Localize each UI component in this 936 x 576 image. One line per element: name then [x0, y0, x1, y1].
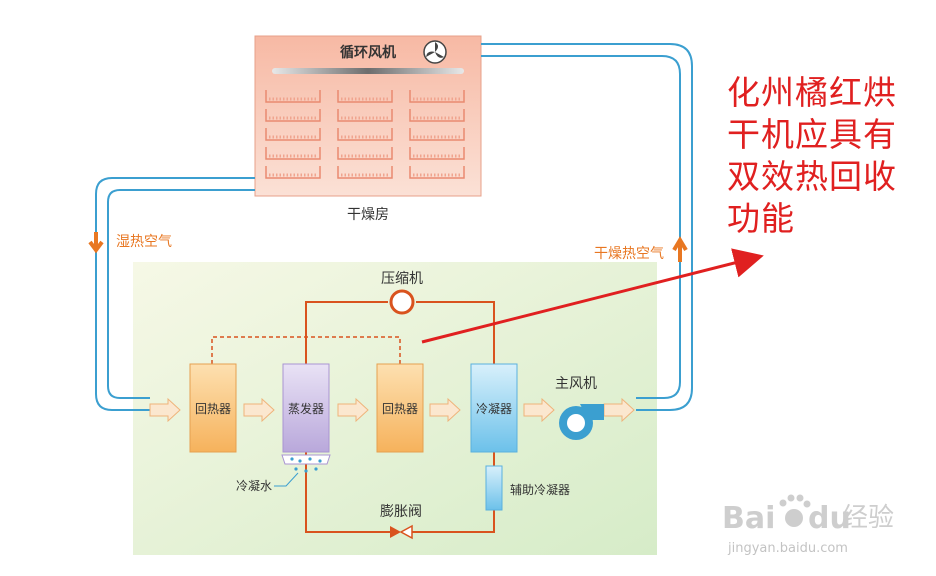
- annotation-text: 化州橘红烘 干机应具有 双效热回收 功能: [727, 72, 927, 240]
- air-ducts: [95, 43, 693, 411]
- fan-air-bar: [272, 68, 464, 74]
- annotation-line: 干机应具有: [727, 115, 897, 154]
- condenser-label: 冷凝器: [476, 401, 512, 416]
- expansion-valve-label: 膨胀阀: [380, 503, 422, 520]
- condensate-drips-icon: [281, 454, 331, 473]
- evaporator-box: [282, 363, 330, 453]
- baidu-watermark: Bai du 经验 jingyan.baidu.com: [722, 494, 894, 556]
- watermark-brand-c: 经验: [842, 503, 894, 533]
- drying-tray: [337, 90, 393, 103]
- paw-icon: [779, 494, 811, 527]
- drying-tray: [337, 109, 393, 122]
- condensate-leader: [274, 472, 299, 487]
- condenser-box: [470, 363, 518, 453]
- drying-tray: [265, 109, 321, 122]
- fan-icon: [423, 40, 447, 64]
- drying-tray: [265, 166, 321, 179]
- annotation-arrow: [421, 248, 764, 344]
- drying-tray: [409, 147, 465, 160]
- expansion-valve-icon: [390, 524, 413, 540]
- annotation-line: 功能: [727, 199, 795, 238]
- drying-tray: [409, 109, 465, 122]
- drying-tray: [337, 166, 393, 179]
- airflow-arrow: [149, 397, 181, 423]
- airflow-arrow: [429, 397, 461, 423]
- airflow-arrow: [243, 397, 275, 423]
- aux-condenser-label: 辅助冷凝器: [510, 482, 570, 497]
- refrigerant-loop: [305, 301, 495, 533]
- drying-tray: [337, 128, 393, 141]
- dry-air-up-arrow: [672, 236, 688, 262]
- condensate-label: 冷凝水: [236, 478, 272, 493]
- watermark-brand-a: Bai: [722, 501, 775, 536]
- drying-tray: [409, 166, 465, 179]
- airflow-arrow: [603, 397, 635, 423]
- main-fan-icon: [559, 404, 604, 440]
- drying-tray: [265, 147, 321, 160]
- drying-tray: [265, 128, 321, 141]
- main-fan-label: 主风机: [555, 376, 597, 392]
- drying-tray: [409, 128, 465, 141]
- watermark-url: jingyan.baidu.com: [727, 541, 848, 556]
- regenerator-1-box: [189, 363, 237, 453]
- dry-air-label: 干燥热空气: [594, 246, 664, 262]
- drying-tray: [337, 147, 393, 160]
- compressor-icon: [389, 289, 415, 315]
- drying-room: [254, 35, 482, 197]
- watermark-brand-b: du: [808, 501, 851, 536]
- airflow-arrow: [337, 397, 369, 423]
- drying-room-label: 干燥房: [347, 207, 389, 223]
- evaporator-label: 蒸发器: [288, 401, 324, 416]
- regenerator-1-label: 回热器: [195, 402, 231, 416]
- humid-air-label: 湿热空气: [116, 234, 172, 250]
- aux-condenser-box: [485, 465, 503, 511]
- drying-tray: [265, 90, 321, 103]
- regenerator-2-box: [376, 363, 424, 453]
- annotation-line: 双效热回收: [727, 157, 897, 196]
- airflow-arrows: [149, 397, 635, 423]
- regenerator-link: [211, 336, 401, 364]
- circulation-fan-label: 循环风机: [340, 44, 396, 61]
- humid-air-down-arrow: [88, 232, 104, 254]
- annotation-line: 化州橘红烘: [727, 73, 897, 112]
- drying-tray: [409, 90, 465, 103]
- regenerator-2-label: 回热器: [382, 402, 418, 416]
- drying-trays: [265, 90, 465, 179]
- compressor-label: 压缩机: [381, 271, 423, 287]
- airflow-arrow: [523, 397, 555, 423]
